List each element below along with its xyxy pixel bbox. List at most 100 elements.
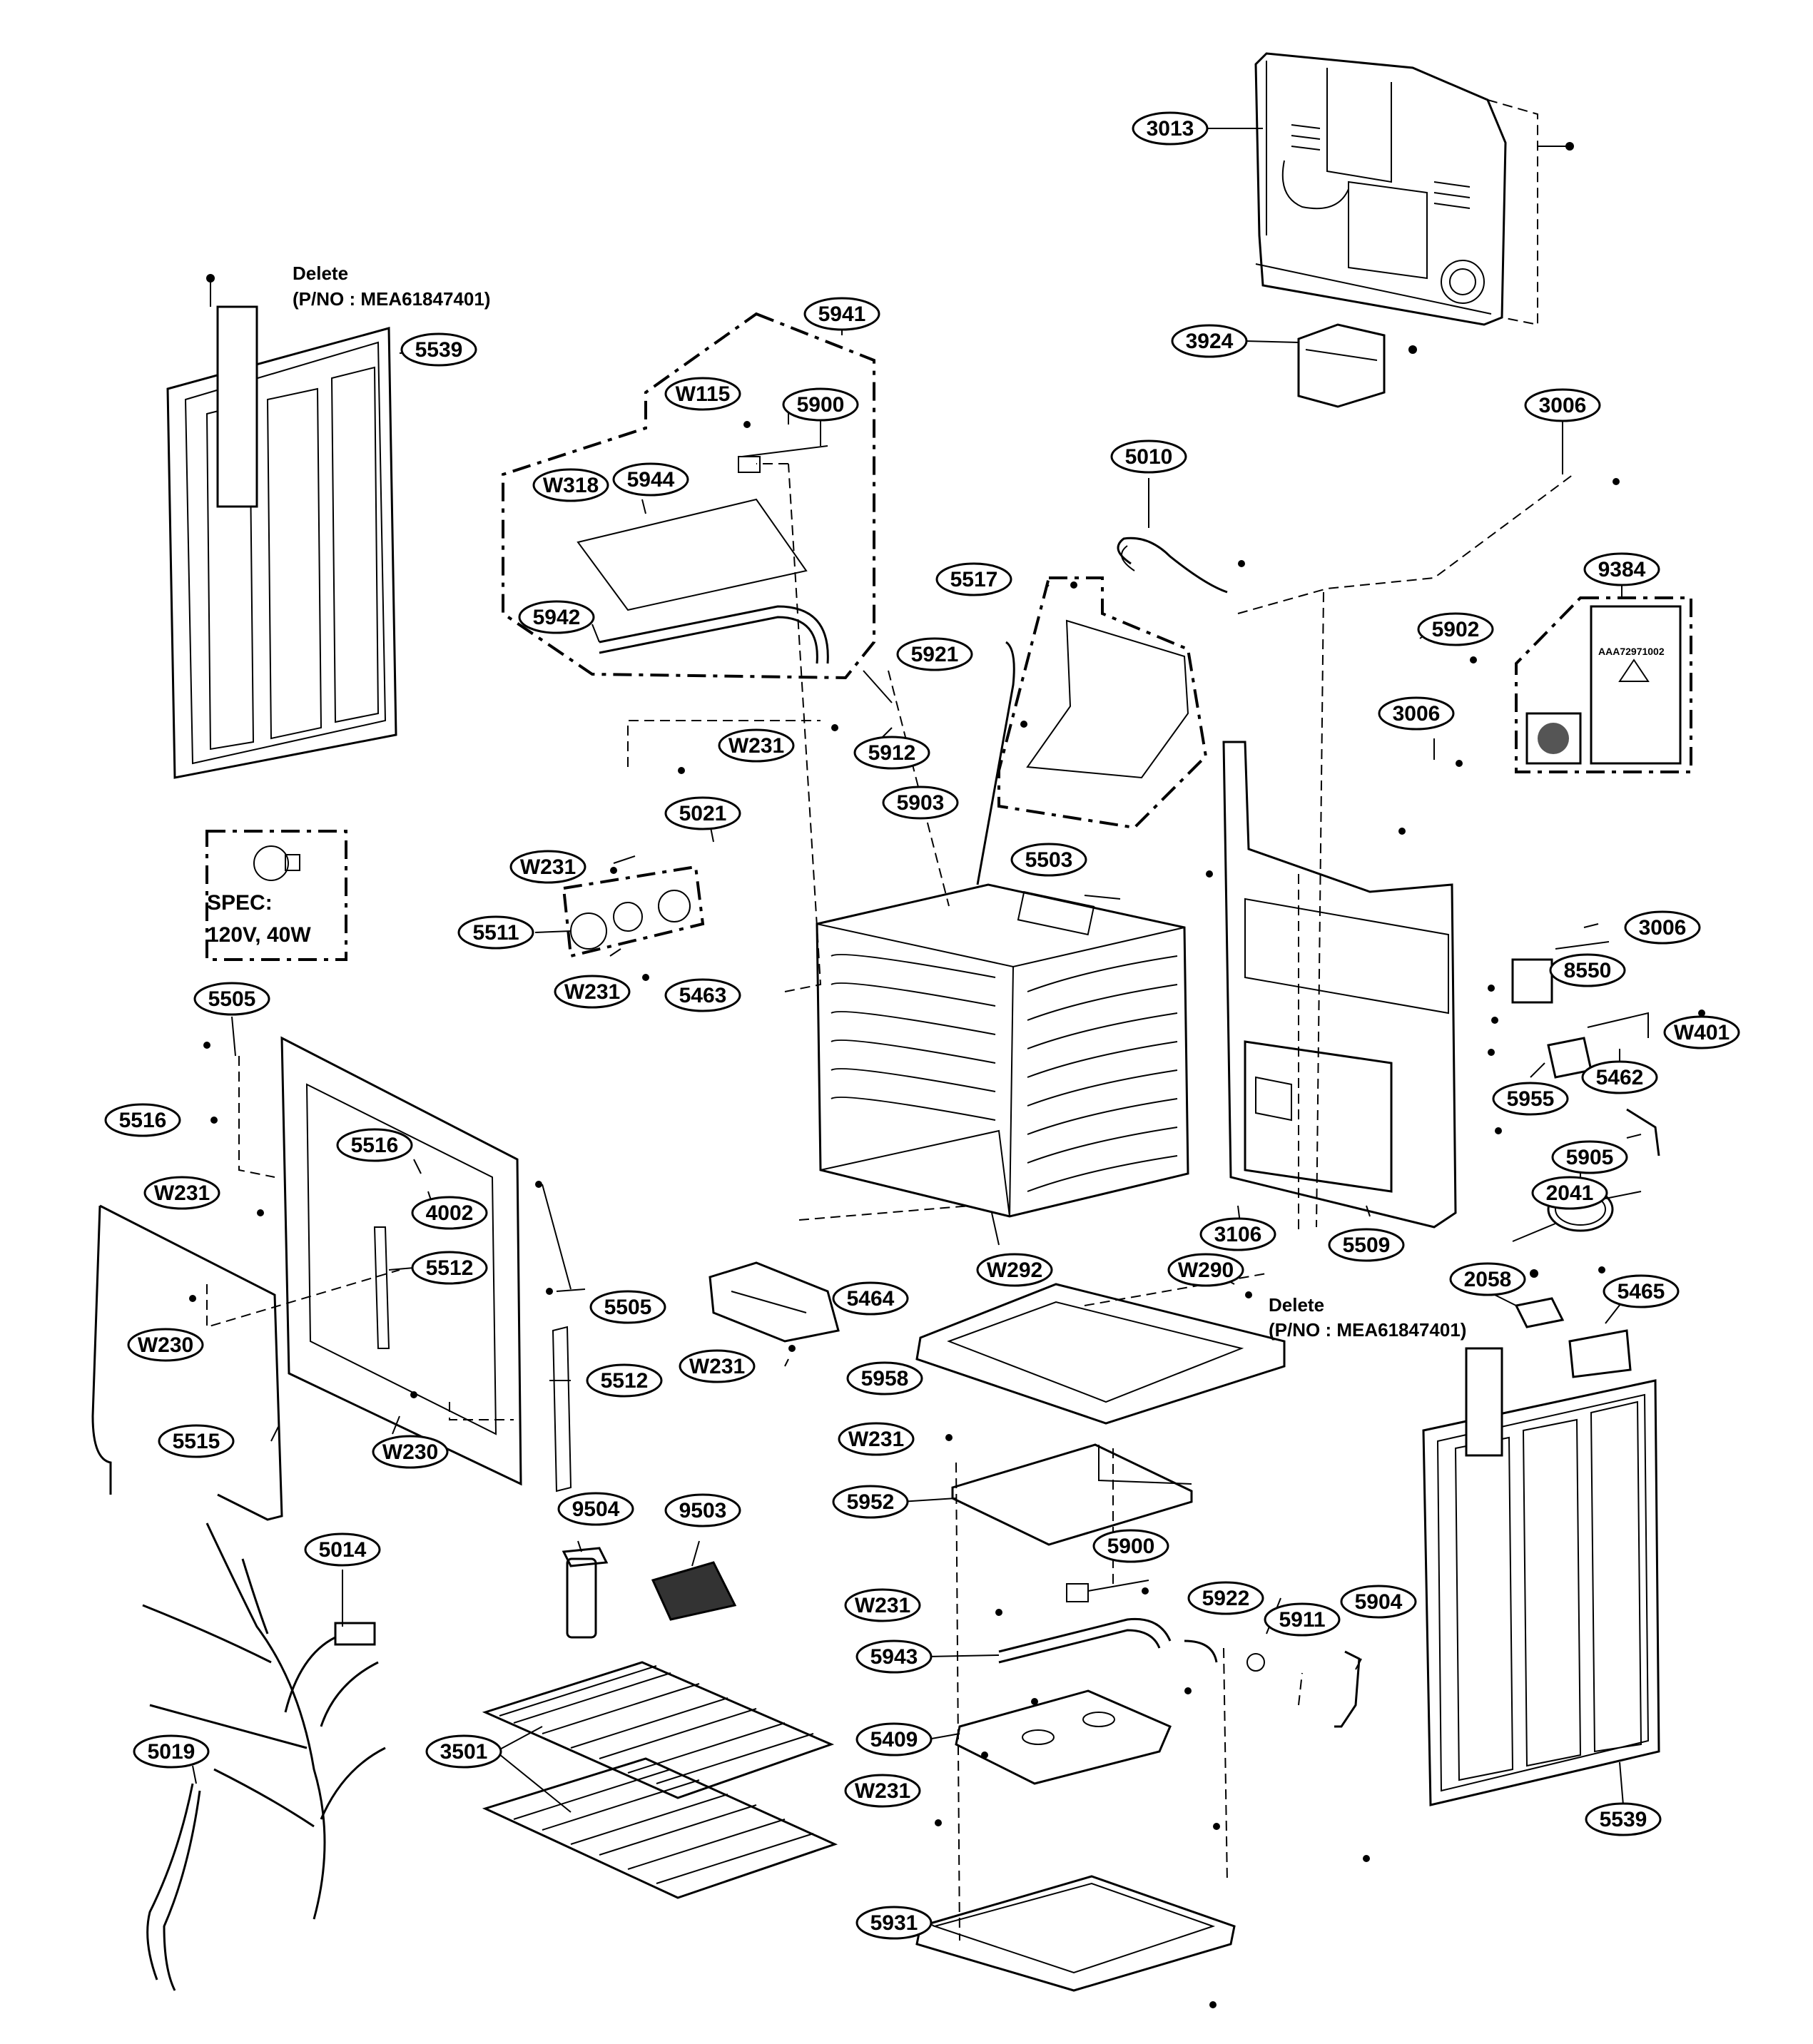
- svg-text:Delete: Delete: [293, 263, 348, 284]
- svg-text:5014: 5014: [319, 1538, 367, 1562]
- svg-text:W318: W318: [543, 474, 599, 497]
- bulb-spec-box: [205, 830, 347, 961]
- svg-text:5911: 5911: [1279, 1608, 1325, 1632]
- callout-3006: 3006: [1624, 910, 1701, 945]
- callout-5464: 5464: [832, 1281, 909, 1316]
- callout-W230: W230: [372, 1435, 449, 1469]
- callout-W231: W231: [143, 1176, 220, 1210]
- callout-5463: 5463: [664, 978, 741, 1012]
- svg-text:W231: W231: [848, 1428, 904, 1451]
- svg-text:4002: 4002: [426, 1201, 474, 1225]
- rack-guides-left: [831, 954, 996, 1121]
- callout-5409: 5409: [855, 1722, 933, 1756]
- svg-text:5463: 5463: [679, 984, 727, 1007]
- callout-5921: 5921: [896, 637, 973, 671]
- svg-text:2058: 2058: [1464, 1268, 1512, 1291]
- svg-text:9384: 9384: [1598, 558, 1646, 581]
- callout-5944: 5944: [612, 462, 689, 497]
- callout-2041: 2041: [1531, 1176, 1608, 1210]
- svg-text:5944: 5944: [627, 468, 675, 492]
- wire-harness-5019: [146, 1783, 201, 1991]
- svg-text:3106: 3106: [1214, 1223, 1262, 1246]
- callout-5512: 5512: [586, 1363, 663, 1398]
- svg-text:5462: 5462: [1596, 1066, 1644, 1089]
- callout-9503: 9503: [664, 1493, 741, 1527]
- callout-8550: 8550: [1549, 953, 1626, 987]
- svg-text:5539: 5539: [1600, 1808, 1647, 1831]
- callout-5539: 5539: [400, 332, 477, 367]
- callout-5019: 5019: [133, 1734, 210, 1769]
- callout-5516: 5516: [336, 1128, 413, 1162]
- svg-text:5952: 5952: [847, 1490, 895, 1514]
- svg-text:5464: 5464: [847, 1287, 895, 1311]
- callout-5931: 5931: [855, 1906, 933, 1940]
- oven-bottom-5958: [915, 1283, 1286, 1425]
- svg-text:5509: 5509: [1343, 1234, 1391, 1257]
- callout-5952: 5952: [832, 1485, 909, 1519]
- svg-text:9503: 9503: [679, 1499, 727, 1522]
- svg-text:(P/NO : MEA61847401): (P/NO : MEA61847401): [1269, 1319, 1466, 1341]
- svg-text:5511: 5511: [472, 921, 519, 945]
- svg-text:3006: 3006: [1539, 394, 1587, 417]
- svg-text:5942: 5942: [533, 606, 581, 629]
- svg-text:3013: 3013: [1147, 117, 1194, 141]
- svg-text:5505: 5505: [208, 987, 256, 1011]
- bottom-tray-5931: [915, 1875, 1236, 1992]
- svg-text:5900: 5900: [1107, 1535, 1155, 1558]
- bracket-3924: [1297, 323, 1417, 408]
- svg-text:5539: 5539: [415, 338, 463, 362]
- dashed-guide-lines: [206, 463, 1574, 1941]
- gas-tube-5903: [976, 641, 1015, 885]
- callout-5943: 5943: [855, 1639, 933, 1674]
- callout-5911: 5911: [1264, 1602, 1341, 1637]
- door-gasket-5515: [91, 1204, 283, 1521]
- svg-text:SPEC:: SPEC:: [207, 891, 273, 915]
- svg-text:5515: 5515: [173, 1430, 220, 1453]
- svg-text:5958: 5958: [861, 1367, 909, 1390]
- callout-2058: 2058: [1449, 1262, 1526, 1296]
- callout-5014: 5014: [304, 1532, 381, 1567]
- callout-5941: 5941: [803, 297, 880, 331]
- callout-5509: 5509: [1328, 1228, 1405, 1262]
- svg-text:W115: W115: [676, 382, 731, 406]
- inner-door-frame: [280, 1036, 572, 1493]
- callout-5902: 5902: [1417, 612, 1494, 646]
- svg-text:5019: 5019: [148, 1740, 195, 1764]
- bag-code: AAA72971002: [1598, 646, 1665, 657]
- svg-text:(P/NO : MEA61847401): (P/NO : MEA61847401): [293, 288, 490, 310]
- callout-5505: 5505: [589, 1290, 666, 1324]
- svg-text:5517: 5517: [950, 568, 998, 591]
- main-wire-harness-5014: [142, 1522, 386, 1920]
- svg-text:5516: 5516: [351, 1134, 399, 1157]
- callout-5958: 5958: [846, 1361, 923, 1395]
- delete-note-top: Delete (P/NO : MEA61847401): [293, 263, 490, 310]
- svg-text:W230: W230: [382, 1440, 438, 1464]
- callout-3006: 3006: [1524, 388, 1601, 422]
- svg-text:W231: W231: [855, 1594, 910, 1617]
- power-cord-5010: [1117, 537, 1228, 594]
- svg-text:5505: 5505: [604, 1296, 652, 1319]
- svg-text:5503: 5503: [1025, 848, 1073, 872]
- rack-guides-right: [1027, 955, 1178, 1192]
- callout-3106: 3106: [1199, 1217, 1276, 1251]
- callout-labels: 3013 3924 3006 9384 5902 3006 3006 8550 …: [104, 111, 1740, 1940]
- callout-5912: 5912: [853, 736, 930, 770]
- callout-5465: 5465: [1603, 1274, 1680, 1308]
- svg-text:W292: W292: [987, 1259, 1042, 1282]
- svg-text:5904: 5904: [1355, 1590, 1403, 1614]
- svg-text:3006: 3006: [1639, 916, 1687, 940]
- broil-element-group: [502, 312, 875, 680]
- svg-text:5941: 5941: [818, 302, 866, 326]
- callout-5922: 5922: [1187, 1581, 1264, 1615]
- callout-5900: 5900: [1092, 1529, 1169, 1563]
- callout-W230: W230: [127, 1328, 204, 1362]
- oven-rack-lower: [482, 1757, 838, 1899]
- callout-5955: 5955: [1492, 1082, 1569, 1116]
- callout-5515: 5515: [158, 1424, 235, 1458]
- callout-5505: 5505: [193, 982, 270, 1016]
- svg-text:W230: W230: [138, 1333, 193, 1357]
- callout-5942: 5942: [518, 600, 595, 634]
- screw: [1538, 142, 1574, 151]
- callout-5503: 5503: [1010, 843, 1087, 877]
- svg-text:5512: 5512: [426, 1256, 474, 1280]
